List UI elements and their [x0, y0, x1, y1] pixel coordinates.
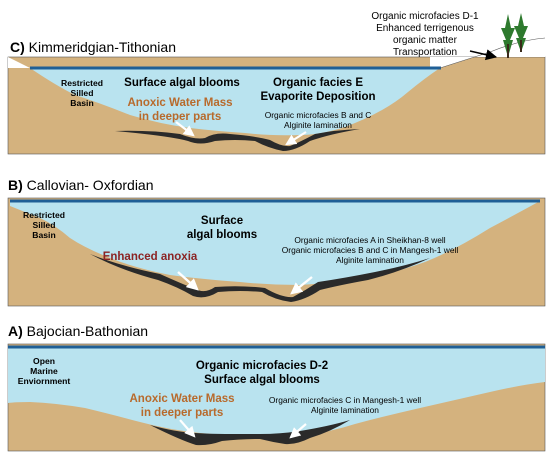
- panel-c-anoxic-layer: [115, 129, 360, 151]
- panel-c-terr-line3: organic matter: [393, 35, 458, 46]
- panel-a-water: [8, 347, 545, 437]
- panel-c-surface-blooms: Surface algal blooms: [124, 77, 240, 89]
- panel-c-white-arrow-right: [285, 131, 307, 146]
- panel-b-letter: B): [8, 177, 23, 193]
- panel-c: C) Kimmeridgian-Tithonian Restricted Sil…: [7, 11, 546, 155]
- panel-b-water: [10, 201, 540, 285]
- panel-b-anoxia: Enhanced anoxia: [103, 251, 198, 263]
- panel-b-basin-line2: Silled: [33, 220, 56, 230]
- panel-a-anoxic-line2: in deeper parts: [141, 407, 223, 419]
- panel-c-transport-arrow: [469, 49, 498, 61]
- panel-a-micro-line2: Alginite lamination: [311, 405, 379, 415]
- panel-a-letter: A): [8, 323, 23, 339]
- panel-c-facies-e-line2: Evaporite Deposition: [260, 91, 375, 103]
- panel-c-letter: C): [10, 39, 25, 55]
- panel-c-terr-line2: Enhanced terrigenous: [376, 23, 474, 34]
- panel-b: B) Callovian- Oxfordian Restricted Sille…: [7, 177, 546, 307]
- panel-b-micro-line1: Organic microfacies A in Sheikhan-8 well: [294, 235, 445, 245]
- panel-a-age: Bajocian-Bathonian: [27, 323, 148, 339]
- panel-b-micro-line3: Alginite lamination: [336, 255, 404, 265]
- panel-c-anoxic-line2: in deeper parts: [139, 111, 221, 123]
- panel-b-micro-line2: Organic microfacies B and C in Mangesh-1…: [282, 245, 459, 255]
- panel-a-anoxic-layer: [150, 420, 350, 446]
- panel-b-blooms-line2: algal blooms: [187, 229, 257, 241]
- panel-c-microfacies-line1: Organic microfacies B and C: [265, 110, 372, 120]
- panel-c-terr-line1: Organic microfacies D-1: [371, 11, 479, 22]
- panel-c-age: Kimmeridgian-Tithonian: [29, 39, 176, 55]
- panel-a-d2-line1: Organic microfacies D-2: [196, 360, 328, 372]
- panel-c-title: C) Kimmeridgian-Tithonian: [10, 39, 176, 55]
- panel-c-basin-line1: Restricted: [61, 78, 103, 88]
- panel-b-white-arrow-left: [177, 271, 199, 291]
- panel-c-left-sky: [8, 57, 30, 68]
- panel-a-title: A) Bajocian-Bathonian: [8, 323, 148, 339]
- panel-c-white-arrow-left: [175, 121, 195, 137]
- panel-c-water: [30, 68, 440, 136]
- panel-b-age: Callovian- Oxfordian: [27, 177, 154, 193]
- panel-b-basin-line3: Basin: [32, 230, 55, 240]
- panel-a: A) Bajocian-Bathonian Open Marine Envior…: [7, 323, 546, 452]
- panel-a-micro-line1: Organic microfacies C in Mangesh-1 well: [269, 395, 421, 405]
- panel-a-env-line1: Open: [33, 356, 55, 366]
- panel-a-env-line2: Marine: [30, 366, 58, 376]
- panel-a-anoxic-line1: Anoxic Water Mass: [129, 393, 234, 405]
- panel-c-facies-e-line1: Organic facies E: [273, 77, 363, 89]
- tree-icon: [514, 13, 528, 52]
- panel-a-white-arrow-left: [179, 419, 196, 438]
- panel-b-anoxic-layer: [90, 254, 430, 302]
- panel-a-d2-line2: Surface algal blooms: [204, 374, 320, 386]
- panel-c-basin-line2: Silled: [71, 88, 94, 98]
- panel-c-anoxic-line1: Anoxic Water Mass: [127, 97, 232, 109]
- panel-a-white-arrow-right: [289, 423, 307, 439]
- panel-c-basin-line3: Basin: [70, 98, 93, 108]
- panel-b-title: B) Callovian- Oxfordian: [8, 177, 154, 193]
- tree-icon: [501, 14, 515, 58]
- panel-a-env-line3: Enviornment: [18, 376, 71, 386]
- panel-c-terr-line4: Transportation: [393, 47, 457, 58]
- panel-b-blooms-line1: Surface: [201, 215, 243, 227]
- panel-b-basin-line1: Restricted: [23, 210, 65, 220]
- panel-b-white-arrow-right: [290, 276, 313, 295]
- panel-c-microfacies-line2: Alginite lamination: [284, 120, 352, 130]
